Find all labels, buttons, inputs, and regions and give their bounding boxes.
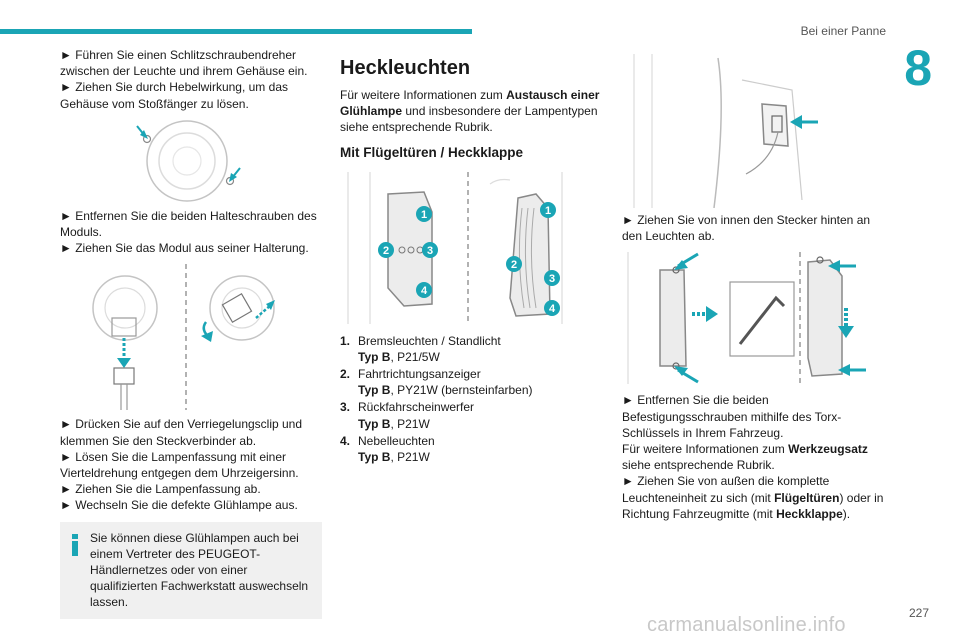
connector-unplug-illustration: [633, 54, 818, 208]
step-remove-screws: ► Entfernen Sie die beiden Halteschraube…: [60, 208, 317, 240]
header-accent-bar: [0, 29, 472, 34]
step-pull-holder: ► Ziehen Sie die Lampenfassung ab.: [60, 482, 261, 497]
step-remove-fixing-screws: ► Entfernen Sie die beiden Befestigungss…: [622, 393, 842, 440]
subheading-doors-tailgate: Mit Flügeltüren / Heckklappe: [340, 144, 524, 160]
info-icon: [72, 533, 78, 556]
callout-right-1: 1: [540, 201, 556, 218]
step-unplug-connector: ► Ziehen Sie von innen den Stecker hinte…: [622, 213, 871, 244]
rear-lamp-bulbs-illustration: 1 2 3 4 1 2 3 4: [347, 171, 563, 324]
svg-text:3: 3: [549, 273, 555, 285]
callout-left-2: 2: [378, 241, 394, 258]
chapter-number: 8: [904, 40, 932, 96]
callout-right-3: 3: [544, 269, 560, 286]
svg-text:4: 4: [421, 285, 428, 297]
torx-removal-illustration: [627, 252, 866, 385]
step-rotate-holder: ► Lösen Sie die Lampenfassung mit einer …: [60, 449, 299, 481]
section-heading-rear-lamps: Heckleuchten: [340, 57, 471, 79]
page-number: 227: [908, 606, 929, 620]
svg-text:1: 1: [421, 209, 427, 221]
step-insert-screwdriver: ► Führen Sie einen Schlitzschraubendrehe…: [60, 48, 308, 79]
step-press-clip: ► Drücken Sie auf den Verriegelungsclip …: [60, 417, 303, 448]
step-pull-module: ► Ziehen Sie das Modul aus seiner Halter…: [60, 241, 309, 256]
info-text: Sie können diese Glühlampen auch bei ein…: [90, 530, 309, 610]
section-title: Bei einer Panne: [800, 24, 886, 38]
step-replace-bulb: ► Wechseln Sie die defekte Glühlampe aus…: [60, 498, 298, 513]
callout-right-4: 4: [544, 299, 560, 316]
callout-right-2: 2: [506, 255, 522, 272]
column-left: ► Führen Sie einen Schlitzschraubendrehe…: [60, 47, 322, 619]
chapter-tab: [904, 38, 960, 98]
step-pull-lamp-unit: ► Ziehen Sie von außen die komplette Leu…: [622, 474, 884, 521]
bulb-holder-illustration: [92, 264, 275, 411]
callout-left-3: 3: [422, 241, 438, 258]
svg-text:3: 3: [427, 245, 433, 257]
step-lever-housing: ► Ziehen Sie durch Hebelwirkung, um das …: [60, 80, 288, 111]
svg-text:2: 2: [511, 259, 517, 271]
column-middle: Heckleuchten Für weitere Informationen z…: [340, 56, 602, 466]
info-box: Sie können diese Glühlampen auch bei ein…: [60, 521, 322, 619]
svg-text:1: 1: [545, 205, 551, 217]
svg-text:2: 2: [383, 245, 389, 257]
column-right: ► Ziehen Sie von innen den Stecker hinte…: [622, 46, 884, 522]
callout-left-1: 1: [416, 205, 432, 222]
callout-left-4: 4: [416, 281, 432, 298]
rear-lamps-intro: Für weitere Informationen zum Austausch …: [340, 88, 600, 135]
foglamp-screws-illustration: [136, 120, 241, 202]
svg-text:4: 4: [549, 303, 556, 315]
watermark-text: carmanualsonline.info: [647, 614, 846, 636]
toolkit-reference: Für weitere Informationen zum Werkzeugsa…: [622, 442, 868, 473]
